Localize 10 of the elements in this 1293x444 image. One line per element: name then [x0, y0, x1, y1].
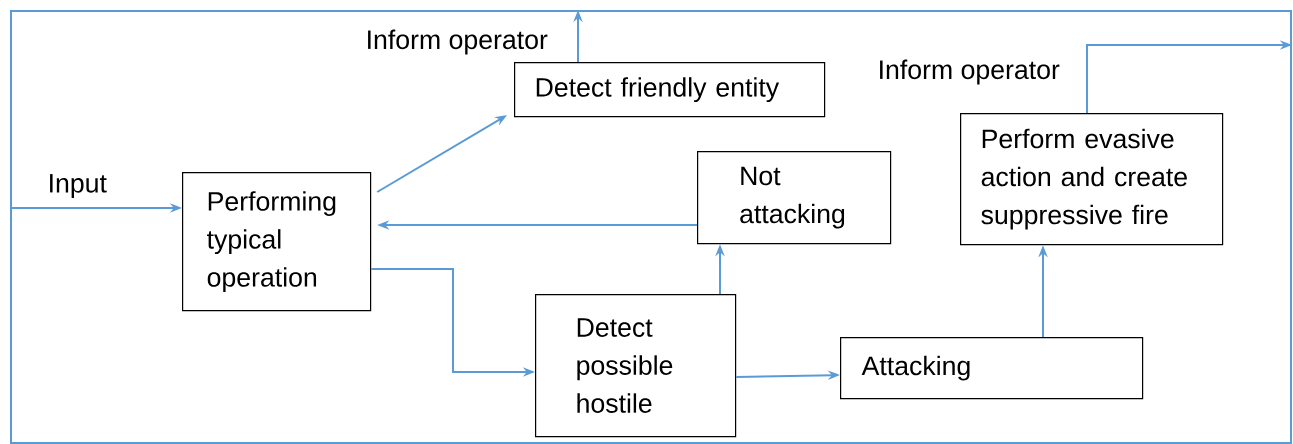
process-box: Performing typical operation [182, 172, 372, 312]
process-box: Detect possible hostile [535, 294, 737, 438]
process-box: Attacking [840, 337, 1144, 400]
process-box: Perform evasive action and create suppressive fire [960, 113, 1224, 246]
edge-label: Inform operator [880, 59, 1060, 85]
process-box: Detect friendly entity [514, 62, 826, 118]
edge-label: Input [50, 174, 107, 198]
process-box: Not attacking [697, 151, 892, 245]
edge-label: Inform operator [368, 29, 548, 55]
frame-border [10, 10, 1292, 444]
